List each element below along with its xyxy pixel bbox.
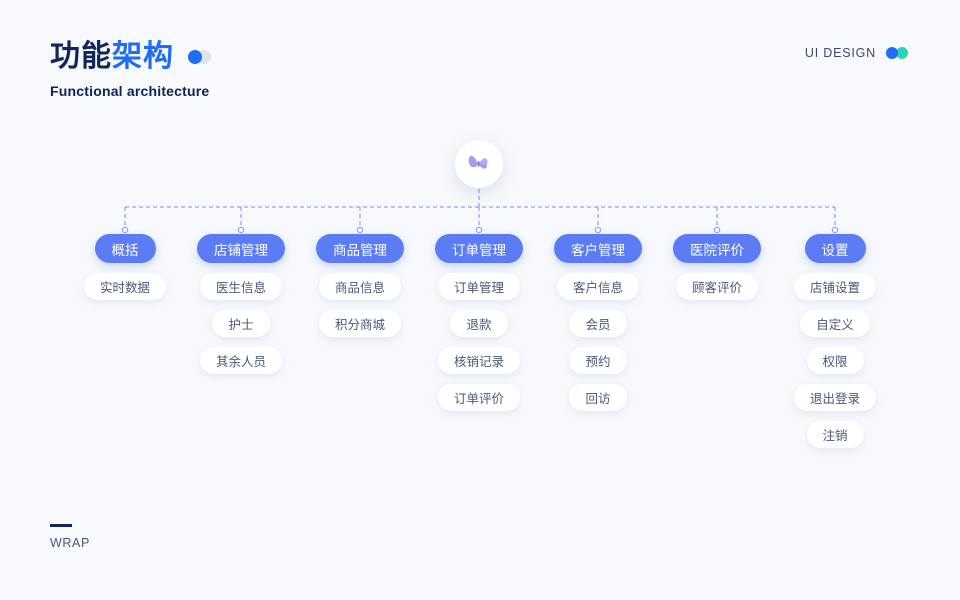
page-subtitle: Functional architecture: [50, 83, 210, 99]
column-4: 订单管理 订单管理 退款 核销记录 订单评价: [435, 234, 523, 411]
butterfly-icon: [468, 155, 488, 169]
sub-node-3-2[interactable]: 积分商城: [318, 310, 401, 337]
sub-node-2-2[interactable]: 护士: [212, 310, 270, 337]
top-node-7[interactable]: 设置: [804, 234, 866, 263]
sub-node-4-1[interactable]: 订单管理: [437, 273, 520, 300]
sub-node-7-2[interactable]: 自定义: [800, 310, 870, 337]
brand-dot-blue: [886, 47, 898, 59]
column-1: 概括 实时数据: [83, 234, 167, 300]
top-node-3[interactable]: 商品管理: [316, 234, 404, 263]
top-node-6[interactable]: 医院评价: [673, 234, 761, 263]
footer-label: WRAP: [50, 536, 90, 550]
column-3: 商品管理 商品信息 积分商城: [316, 234, 404, 337]
footer-divider: [50, 524, 72, 527]
sub-node-3-1[interactable]: 商品信息: [318, 273, 401, 300]
page-title-block: 功能 架构 Functional architecture: [50, 42, 214, 99]
title-row: 功能 架构: [50, 42, 214, 72]
sub-node-5-4[interactable]: 回访: [569, 384, 627, 411]
footer-wrap: WRAP: [50, 524, 90, 550]
sub-node-1-1[interactable]: 实时数据: [83, 273, 167, 300]
sub-node-5-1[interactable]: 客户信息: [556, 273, 639, 300]
sub-node-7-3[interactable]: 权限: [806, 347, 864, 374]
top-node-4[interactable]: 订单管理: [435, 234, 523, 263]
sub-node-6-1[interactable]: 顾客评价: [675, 273, 758, 300]
sub-node-4-4[interactable]: 订单评价: [437, 384, 520, 411]
column-5: 客户管理 客户信息 会员 预约 回访: [554, 234, 642, 411]
sub-node-7-1[interactable]: 店铺设置: [793, 273, 877, 300]
top-node-2[interactable]: 店铺管理: [197, 234, 285, 263]
sub-node-7-5[interactable]: 注销: [806, 421, 864, 448]
brand-dot-teal: [896, 47, 908, 59]
top-node-5[interactable]: 客户管理: [554, 234, 642, 263]
page-title-accent: 架构: [112, 40, 174, 73]
brand-mark: UI DESIGN: [805, 46, 910, 60]
page-title-primary: 功能: [50, 40, 112, 73]
title-dot-front: [188, 50, 202, 64]
title-dots-icon: [188, 50, 214, 64]
sub-node-2-1[interactable]: 医生信息: [199, 273, 282, 300]
root-node[interactable]: [455, 140, 503, 188]
sub-node-5-3[interactable]: 预约: [569, 347, 627, 374]
column-2: 店铺管理 医生信息 护士 其余人员: [197, 234, 285, 374]
sub-node-7-4[interactable]: 退出登录: [793, 384, 877, 411]
sub-node-4-2[interactable]: 退款: [450, 310, 508, 337]
column-7: 设置 店铺设置 自定义 权限 退出登录 注销: [793, 234, 877, 448]
sub-node-5-2[interactable]: 会员: [569, 310, 627, 337]
column-6: 医院评价 顾客评价: [673, 234, 761, 300]
sub-node-2-3[interactable]: 其余人员: [199, 347, 282, 374]
top-node-1[interactable]: 概括: [94, 234, 156, 263]
sub-node-4-3[interactable]: 核销记录: [437, 347, 520, 374]
brand-label: UI DESIGN: [804, 46, 876, 60]
brand-dots-icon: [886, 47, 910, 59]
